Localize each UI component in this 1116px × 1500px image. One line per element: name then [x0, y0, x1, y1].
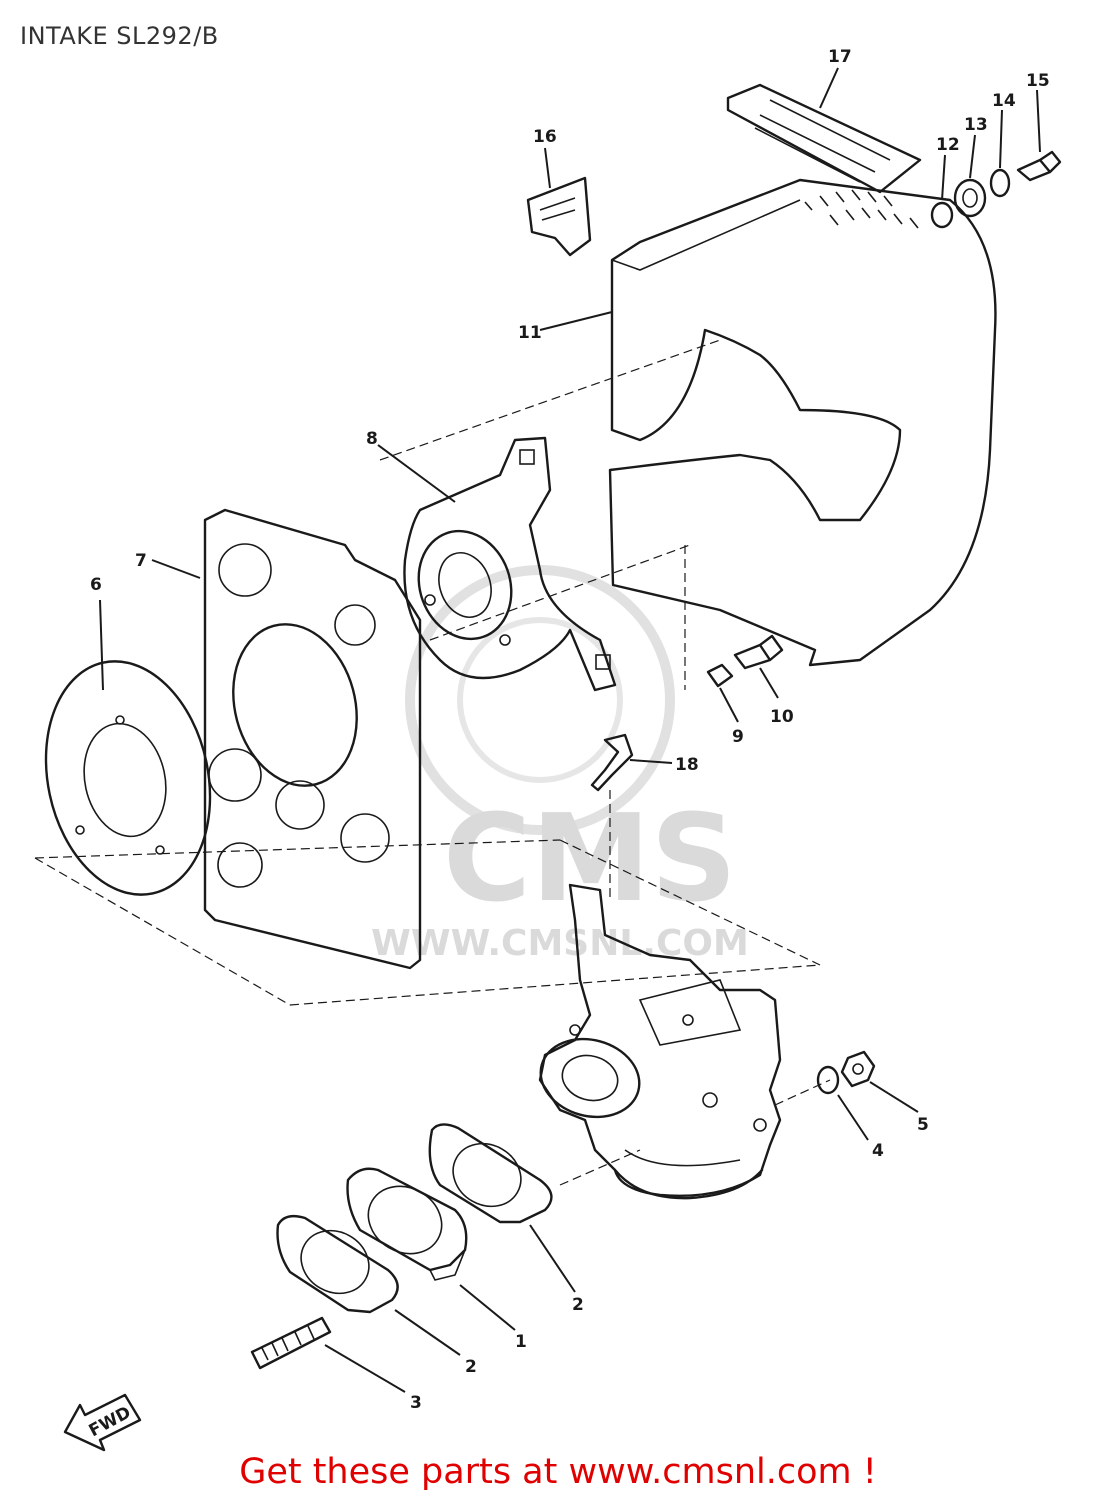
- carburetor: [538, 883, 782, 1200]
- cover-vents: [804, 189, 919, 229]
- part-1-insulator: [346, 1167, 468, 1281]
- callout-7: 7: [135, 551, 147, 571]
- assembly-guides: [34, 339, 831, 1186]
- part-7-gasket-plate: [203, 508, 422, 970]
- callout-16: 16: [533, 127, 557, 147]
- leader-lines: [99, 67, 1041, 1393]
- callout-1: 1: [515, 1332, 527, 1352]
- part-10-bolt: [733, 634, 784, 670]
- part-11-cover: [608, 178, 997, 667]
- part-12-collar: [930, 201, 954, 229]
- callout-14: 14: [992, 91, 1016, 111]
- part-2-lower-gasket: [276, 1214, 399, 1314]
- part-6-end-plate: [44, 660, 212, 896]
- callout-15: 15: [1026, 71, 1050, 91]
- footer-link-text[interactable]: Get these parts at www.cmsnl.com !: [239, 1452, 877, 1492]
- callout-3: 3: [410, 1393, 422, 1413]
- callout-13: 13: [964, 115, 988, 135]
- page-title: INTAKE SL292/B: [20, 22, 219, 50]
- watermark-brand: CMS: [443, 790, 737, 929]
- part-17-caution-label: [726, 83, 922, 194]
- callout-10: 10: [770, 707, 794, 727]
- part-4-washer: [816, 1065, 840, 1095]
- callout-4: 4: [872, 1141, 884, 1161]
- callout-17: 17: [828, 47, 852, 67]
- part-14-washer: [989, 168, 1011, 198]
- callout-6: 6: [90, 575, 102, 595]
- callout-9: 9: [732, 727, 744, 747]
- watermark-url: WWW.CMSNL.COM: [371, 923, 749, 964]
- callout-11: 11: [518, 323, 542, 343]
- callout-8: 8: [366, 429, 378, 449]
- part-16-label-plate: [526, 176, 592, 257]
- callout-12: 12: [936, 135, 960, 155]
- forward-arrow-icon: FWD: [63, 1393, 142, 1452]
- part-13-grommet: [953, 178, 987, 218]
- callout-5: 5: [917, 1115, 929, 1135]
- part-3-stud: [250, 1316, 332, 1370]
- callout-18: 18: [675, 755, 699, 775]
- watermark: CMS WWW.CMSNL.COM: [371, 565, 749, 964]
- part-8-bracket: [403, 436, 617, 692]
- part-15-bolt: [1016, 150, 1062, 182]
- part-18-clip: [590, 733, 634, 792]
- part-9-nut: [706, 663, 734, 688]
- part-2-upper-gasket: [428, 1123, 553, 1224]
- callout-2-lower: 2: [465, 1357, 477, 1377]
- part-5-nut: [840, 1050, 876, 1088]
- callout-2-upper: 2: [572, 1295, 584, 1315]
